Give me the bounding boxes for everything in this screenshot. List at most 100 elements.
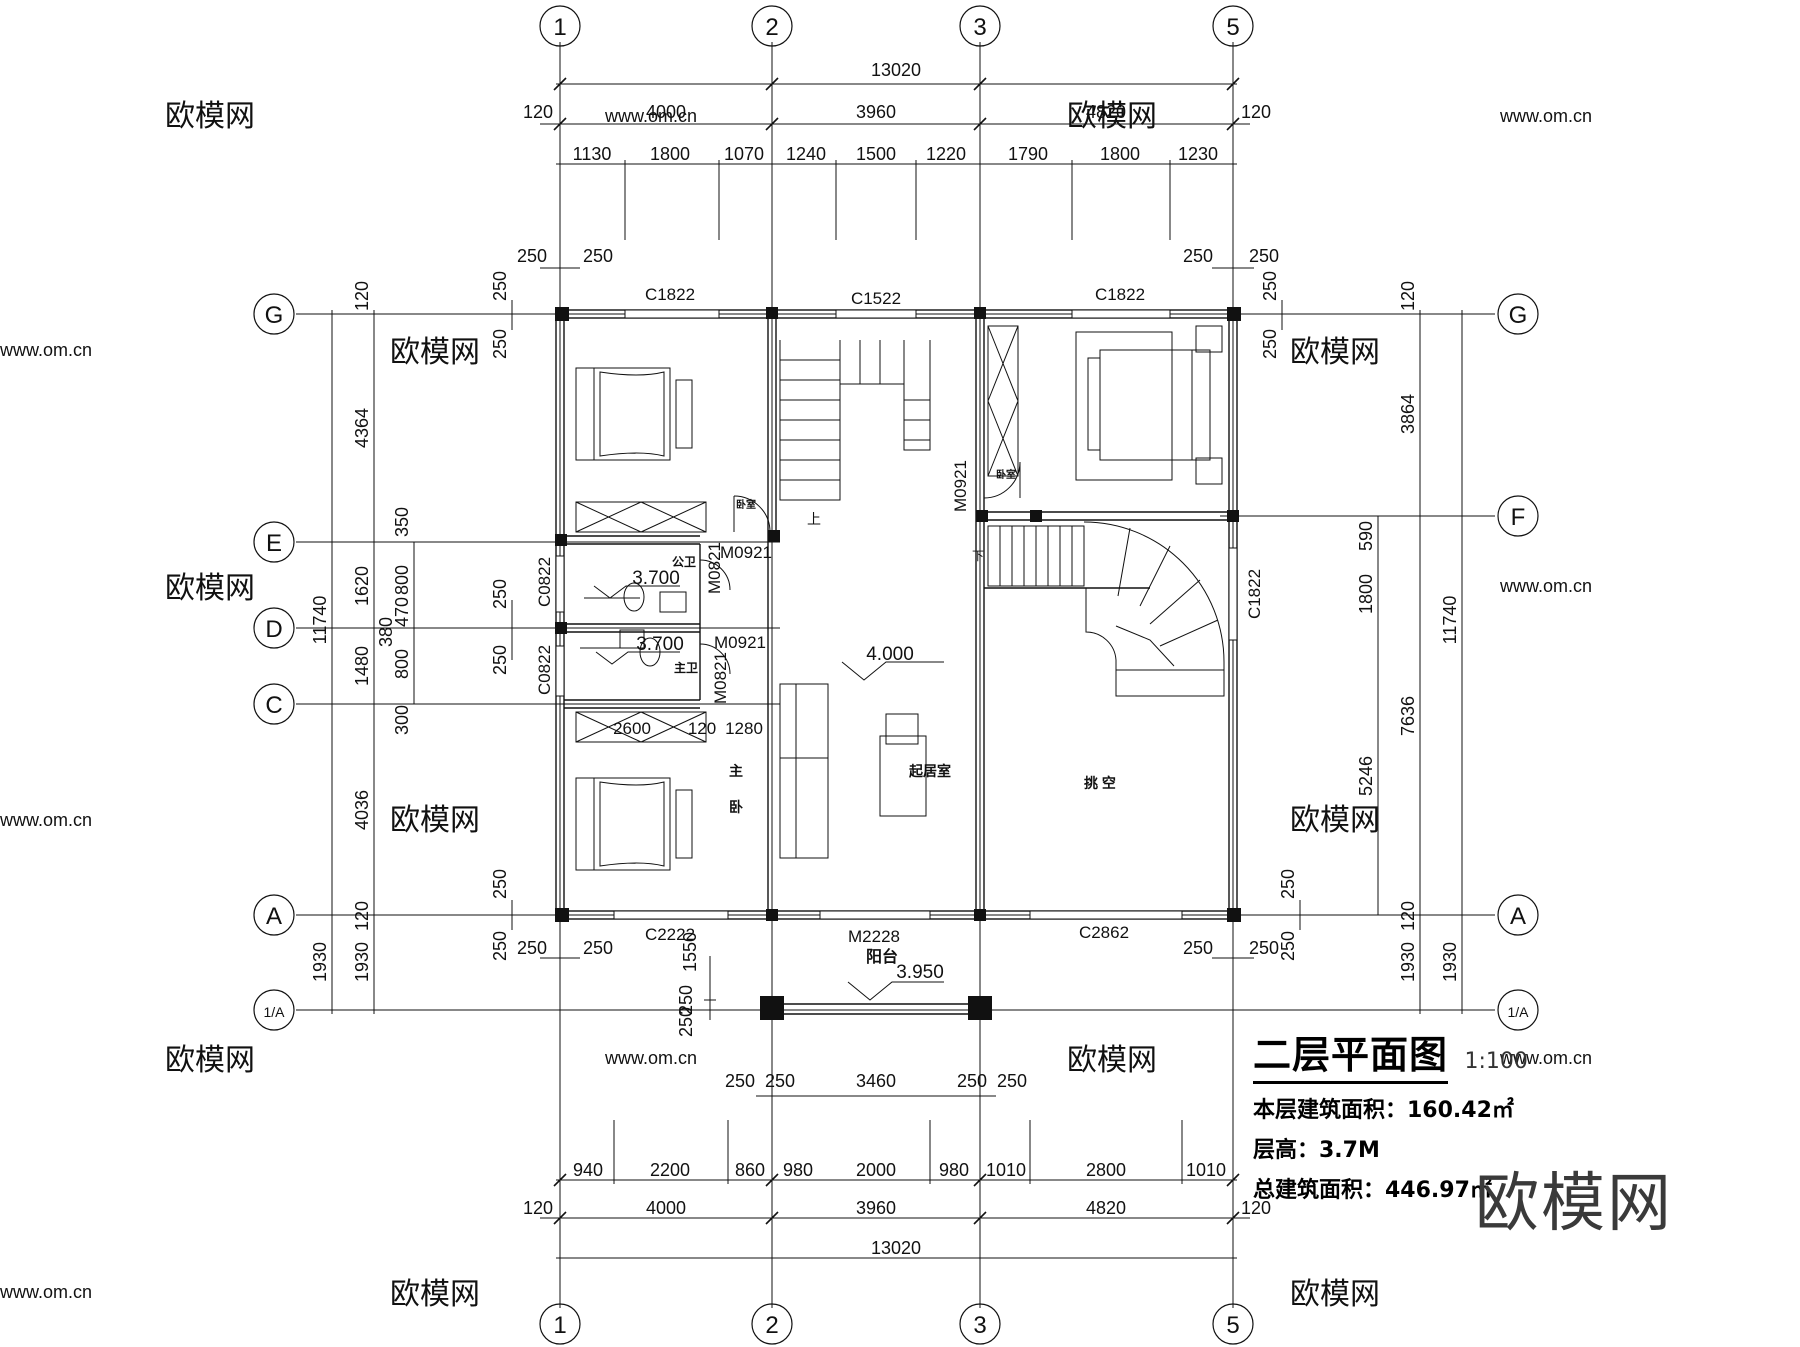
level-markers <box>593 585 944 1020</box>
dim-window-span: 2000 <box>856 1160 896 1180</box>
bottom-dimensions: 250 250 3460 250 250 940 2200 860 980 20… <box>517 938 1279 1258</box>
floor-height: 层高：3.7M <box>1253 1138 1380 1163</box>
dim-left-small: 350 <box>392 507 412 537</box>
dim-window-span: 1010 <box>1186 1160 1226 1180</box>
floor-area: 本层建筑面积：160.42㎡ <box>1253 1098 1514 1123</box>
room-label-bed: 卧室 <box>996 468 1016 481</box>
stair-up-label: 上 <box>807 511 821 527</box>
room-label-bath: 主卫 <box>674 660 698 675</box>
dim-window-span: 1230 <box>1178 144 1218 164</box>
level-bath: 3.700 <box>632 568 680 589</box>
total-area: 总建筑面积：446.97㎡ <box>1253 1178 1492 1203</box>
dim-window-span: 1800 <box>650 144 690 164</box>
dim-window-span: 1070 <box>724 144 764 164</box>
dim-window-span: 1500 <box>856 144 896 164</box>
level-bath: 3.700 <box>636 634 684 655</box>
watermark: 欧模网 <box>1067 100 1157 133</box>
dim-left-span: 1930 <box>352 942 372 982</box>
dim-inner: 1280 <box>725 719 763 738</box>
dimension-ticks <box>553 77 1240 1225</box>
dim-wall: 250 <box>1278 931 1298 961</box>
dim-bottom-total: 13020 <box>871 1238 921 1258</box>
dim-left-span: 1620 <box>352 566 372 606</box>
dim-wall: 250 <box>583 938 613 958</box>
axis-label-2: 2 <box>765 14 778 41</box>
watermark-url: www.om.cn <box>1499 106 1592 126</box>
level-floor: 4.000 <box>866 644 914 665</box>
dim-left-span: 4036 <box>352 790 372 830</box>
axis-label-3: 3 <box>973 14 986 41</box>
axis-bubbles <box>253 5 1539 1345</box>
dim-window-span: 860 <box>735 1160 765 1180</box>
living-furniture <box>779 683 927 859</box>
axis-label-d: D <box>265 616 282 643</box>
window-label: C1522 <box>851 289 901 308</box>
dim-left-span: 1930 <box>310 942 330 982</box>
dim-span: 4000 <box>646 102 686 122</box>
watermark: 欧模网 <box>1290 1278 1380 1311</box>
dim-wall: 250 <box>517 938 547 958</box>
stair-down-label: 下 <box>972 549 984 563</box>
opening-labels: C1822 C1522 C1822 C1822 C0822 C0822 C222… <box>535 285 1264 946</box>
axis-label-5: 5 <box>1226 14 1239 41</box>
dim-right-span: 1930 <box>1440 942 1460 982</box>
dim-top-total: 13020 <box>871 60 921 80</box>
dim-left-small: 300 <box>392 705 412 735</box>
watermark: 欧模网 <box>1067 1044 1157 1077</box>
axis-label-1a: 1/A <box>1507 1004 1529 1020</box>
axis-label-3: 3 <box>973 1312 986 1339</box>
axis-label-c: C <box>265 692 282 719</box>
room-labels: 起居室 挑 空 主 卧 卧室 卧室 公卫 主卫 阳台 上 下 <box>672 468 1116 966</box>
dim-window-span: 1220 <box>926 144 966 164</box>
dim-span: 3960 <box>856 102 896 122</box>
door-label: M0921 <box>714 633 766 652</box>
axis-label-a: A <box>266 903 282 930</box>
dim-left-small: 800 <box>392 649 412 679</box>
dim-window-span: 1240 <box>786 144 826 164</box>
dim-right-small: 1800 <box>1356 574 1376 614</box>
dim-right-span: 7636 <box>1398 696 1418 736</box>
watermark: 欧模网 <box>390 1278 480 1311</box>
axis-label-e: E <box>266 530 282 557</box>
beds <box>575 325 1223 871</box>
door-label: M0821 <box>711 652 730 704</box>
watermark: 欧模网 <box>165 100 255 133</box>
dim-wall: 250 <box>490 931 510 961</box>
dim-right-span: 1930 <box>1398 942 1418 982</box>
dim-window-span: 2200 <box>650 1160 690 1180</box>
dim-wall: 250 <box>490 645 510 675</box>
dim-wall: 250 <box>517 246 547 266</box>
top-dimensions: 13020 120 4000 3960 4820 120 1130 1800 1… <box>517 60 1279 266</box>
dim-window-span: 940 <box>573 1160 603 1180</box>
room-label-living: 起居室 <box>908 763 951 779</box>
room-label-bed: 卧室 <box>736 498 756 511</box>
dim-wall: 250 <box>676 1007 696 1037</box>
stairs <box>779 340 1225 697</box>
dim-balcony: 3460 <box>856 1071 896 1091</box>
dim-window-span: 1790 <box>1008 144 1048 164</box>
watermark: 欧模网 <box>1290 336 1380 369</box>
dim-overhang: 120 <box>1241 102 1271 122</box>
dim-wall: 250 <box>1260 329 1280 359</box>
left-dimensions: 11740 4364 1620 1480 4036 1930 1930 350 … <box>310 271 700 1037</box>
drawing-info: 二层平面图 1:100 本层建筑面积：160.42㎡ 层高：3.7M 总建筑面积… <box>1253 1024 1528 1204</box>
windows <box>555 309 1238 920</box>
dim-span: 4000 <box>646 1198 686 1218</box>
dim-left-small: 470 <box>392 597 412 627</box>
axis-label-2: 2 <box>765 1312 778 1339</box>
dim-right-small: 590 <box>1356 521 1376 551</box>
dim-overhang: 120 <box>523 102 553 122</box>
window-label: C0822 <box>535 645 554 695</box>
dim-overhang: 120 <box>352 901 372 931</box>
dim-window-span: 1800 <box>1100 144 1140 164</box>
watermark-url: www.om.cn <box>604 1048 697 1068</box>
axis-label-g: G <box>1509 302 1528 329</box>
dim-span: 4820 <box>1086 102 1126 122</box>
dim-window-span: 980 <box>783 1160 813 1180</box>
dim-wall: 250 <box>490 329 510 359</box>
dim-right-span: 3864 <box>1398 394 1418 434</box>
dim-balcony: 250 <box>957 1071 987 1091</box>
axis-label-f: F <box>1511 504 1526 531</box>
dimension-lines <box>331 76 1463 1259</box>
door-label: M0921 <box>720 543 772 562</box>
